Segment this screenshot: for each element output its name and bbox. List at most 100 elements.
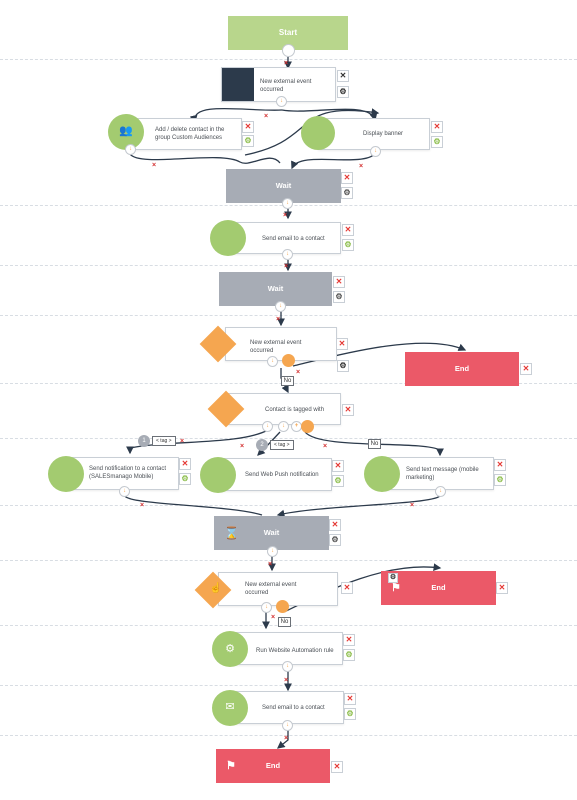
- close-icon[interactable]: ✕: [179, 458, 191, 470]
- gear-icon[interactable]: ⚙: [332, 475, 344, 487]
- gear-icon[interactable]: ⚙: [343, 649, 355, 661]
- remove-connection-icon[interactable]: ×: [323, 443, 328, 450]
- remove-connection-icon[interactable]: ×: [284, 677, 289, 684]
- tag-branch-label[interactable]: < tag >: [152, 436, 176, 446]
- output-port[interactable]: ↓: [119, 486, 130, 497]
- close-icon[interactable]: ✕: [431, 121, 443, 133]
- action-icon-circle: [200, 457, 236, 493]
- action-icon-circle: [364, 456, 400, 492]
- output-port[interactable]: ↓: [278, 421, 289, 432]
- close-icon[interactable]: ✕: [337, 70, 349, 82]
- remove-connection-icon[interactable]: ×: [240, 443, 245, 450]
- tag-branch-number: 2: [256, 439, 268, 451]
- output-port[interactable]: ↓: [282, 198, 293, 209]
- contact-tagged-node[interactable]: [228, 393, 341, 425]
- gear-icon[interactable]: ⚙: [242, 135, 254, 147]
- hourglass-icon: ⌛: [224, 526, 239, 540]
- output-port[interactable]: ↓: [267, 546, 278, 557]
- node-label: Send text message (mobile marketing): [406, 467, 479, 481]
- output-port[interactable]: ↓: [275, 301, 286, 312]
- node-label: New external event occurred: [250, 340, 302, 354]
- close-icon[interactable]: ✕: [341, 582, 353, 594]
- remove-connection-icon[interactable]: ×: [410, 502, 415, 509]
- close-icon[interactable]: ✕: [329, 519, 341, 531]
- close-icon[interactable]: ✕: [343, 634, 355, 646]
- output-port[interactable]: ↓: [282, 661, 293, 672]
- close-icon[interactable]: ✕: [242, 121, 254, 133]
- close-icon[interactable]: ✕: [342, 404, 354, 416]
- output-port-else[interactable]: [301, 420, 314, 433]
- remove-connection-icon[interactable]: ×: [271, 614, 276, 621]
- tag-branch-label[interactable]: < tag >: [270, 440, 294, 450]
- users-icon-circle: [108, 114, 144, 150]
- wire: [129, 153, 281, 164]
- close-icon[interactable]: ✕: [496, 582, 508, 594]
- gear-icon[interactable]: ⚙: [333, 291, 345, 303]
- display-banner-node[interactable]: [318, 118, 430, 150]
- node-label: New external event occurred: [245, 582, 297, 596]
- remove-connection-icon[interactable]: ×: [284, 60, 289, 67]
- external-event-node[interactable]: [225, 327, 337, 361]
- close-icon[interactable]: ✕: [344, 693, 356, 705]
- end-node[interactable]: ⚑ End: [216, 749, 330, 783]
- send-text-message-node[interactable]: [384, 457, 494, 490]
- event-icon-block: [222, 68, 254, 101]
- close-icon[interactable]: ✕: [342, 224, 354, 236]
- gear-icon[interactable]: ⚙: [342, 239, 354, 251]
- remove-connection-icon[interactable]: ×: [140, 502, 145, 509]
- wire: [124, 495, 263, 516]
- output-port[interactable]: ↓: [435, 486, 446, 497]
- wire: [126, 429, 269, 455]
- automation-icon-circle: [212, 631, 248, 667]
- end-node[interactable]: End: [405, 352, 519, 386]
- output-port-no[interactable]: ↓: [261, 602, 272, 613]
- email-icon-circle: [210, 220, 246, 256]
- gear-icon[interactable]: ⚙: [344, 708, 356, 720]
- remove-connection-icon[interactable]: ×: [284, 263, 289, 270]
- close-icon[interactable]: ✕: [332, 460, 344, 472]
- output-port[interactable]: ↓: [125, 144, 136, 155]
- output-port-yes[interactable]: [276, 600, 289, 613]
- gear-icon[interactable]: ⚙: [341, 187, 353, 199]
- gear-icon[interactable]: ⚙: [494, 474, 506, 486]
- add-delete-contact-node[interactable]: [126, 118, 242, 150]
- wait-node[interactable]: Wait: [226, 169, 341, 203]
- output-port[interactable]: ↓: [282, 249, 293, 260]
- gear-icon[interactable]: ⚙: [388, 573, 398, 583]
- close-icon[interactable]: ✕: [331, 761, 343, 773]
- close-icon[interactable]: ✕: [333, 276, 345, 288]
- end-node[interactable]: ⚑ End: [381, 571, 496, 605]
- start-output-port[interactable]: [282, 44, 295, 57]
- gear-icon[interactable]: ⚙: [431, 136, 443, 148]
- gear-icon[interactable]: ⚙: [337, 360, 349, 372]
- remove-connection-icon[interactable]: ×: [359, 163, 364, 170]
- output-port-no[interactable]: ↓: [267, 356, 278, 367]
- output-port[interactable]: ↓: [276, 96, 287, 107]
- flag-icon: ⚑: [226, 760, 236, 772]
- gear-icon[interactable]: ⚙: [337, 86, 349, 98]
- close-icon[interactable]: ✕: [520, 363, 532, 375]
- remove-connection-icon[interactable]: ×: [264, 113, 269, 120]
- wait-node[interactable]: ⌛ Wait: [214, 516, 329, 550]
- remove-connection-icon[interactable]: ×: [276, 316, 281, 323]
- external-event-node[interactable]: New external event occurred: [221, 67, 336, 102]
- close-icon[interactable]: ✕: [494, 459, 506, 471]
- remove-connection-icon[interactable]: ×: [296, 369, 301, 376]
- remove-connection-icon[interactable]: ×: [180, 438, 185, 445]
- output-port[interactable]: ↓: [370, 146, 381, 157]
- row-separator: [0, 560, 577, 561]
- no-branch-label: No: [368, 439, 381, 449]
- output-port-yes[interactable]: [282, 354, 295, 367]
- remove-connection-icon[interactable]: ×: [283, 212, 288, 219]
- remove-connection-icon[interactable]: ×: [268, 561, 273, 568]
- close-icon[interactable]: ✕: [336, 338, 348, 350]
- remove-connection-icon[interactable]: ×: [152, 162, 157, 169]
- gear-icon[interactable]: ⚙: [179, 473, 191, 485]
- output-port[interactable]: ↓: [282, 720, 293, 731]
- gear-icon[interactable]: ⚙: [329, 534, 341, 546]
- output-port[interactable]: ↓: [262, 421, 273, 432]
- remove-connection-icon[interactable]: ×: [284, 735, 289, 742]
- close-icon[interactable]: ✕: [341, 172, 353, 184]
- wait-node[interactable]: Wait: [219, 272, 332, 306]
